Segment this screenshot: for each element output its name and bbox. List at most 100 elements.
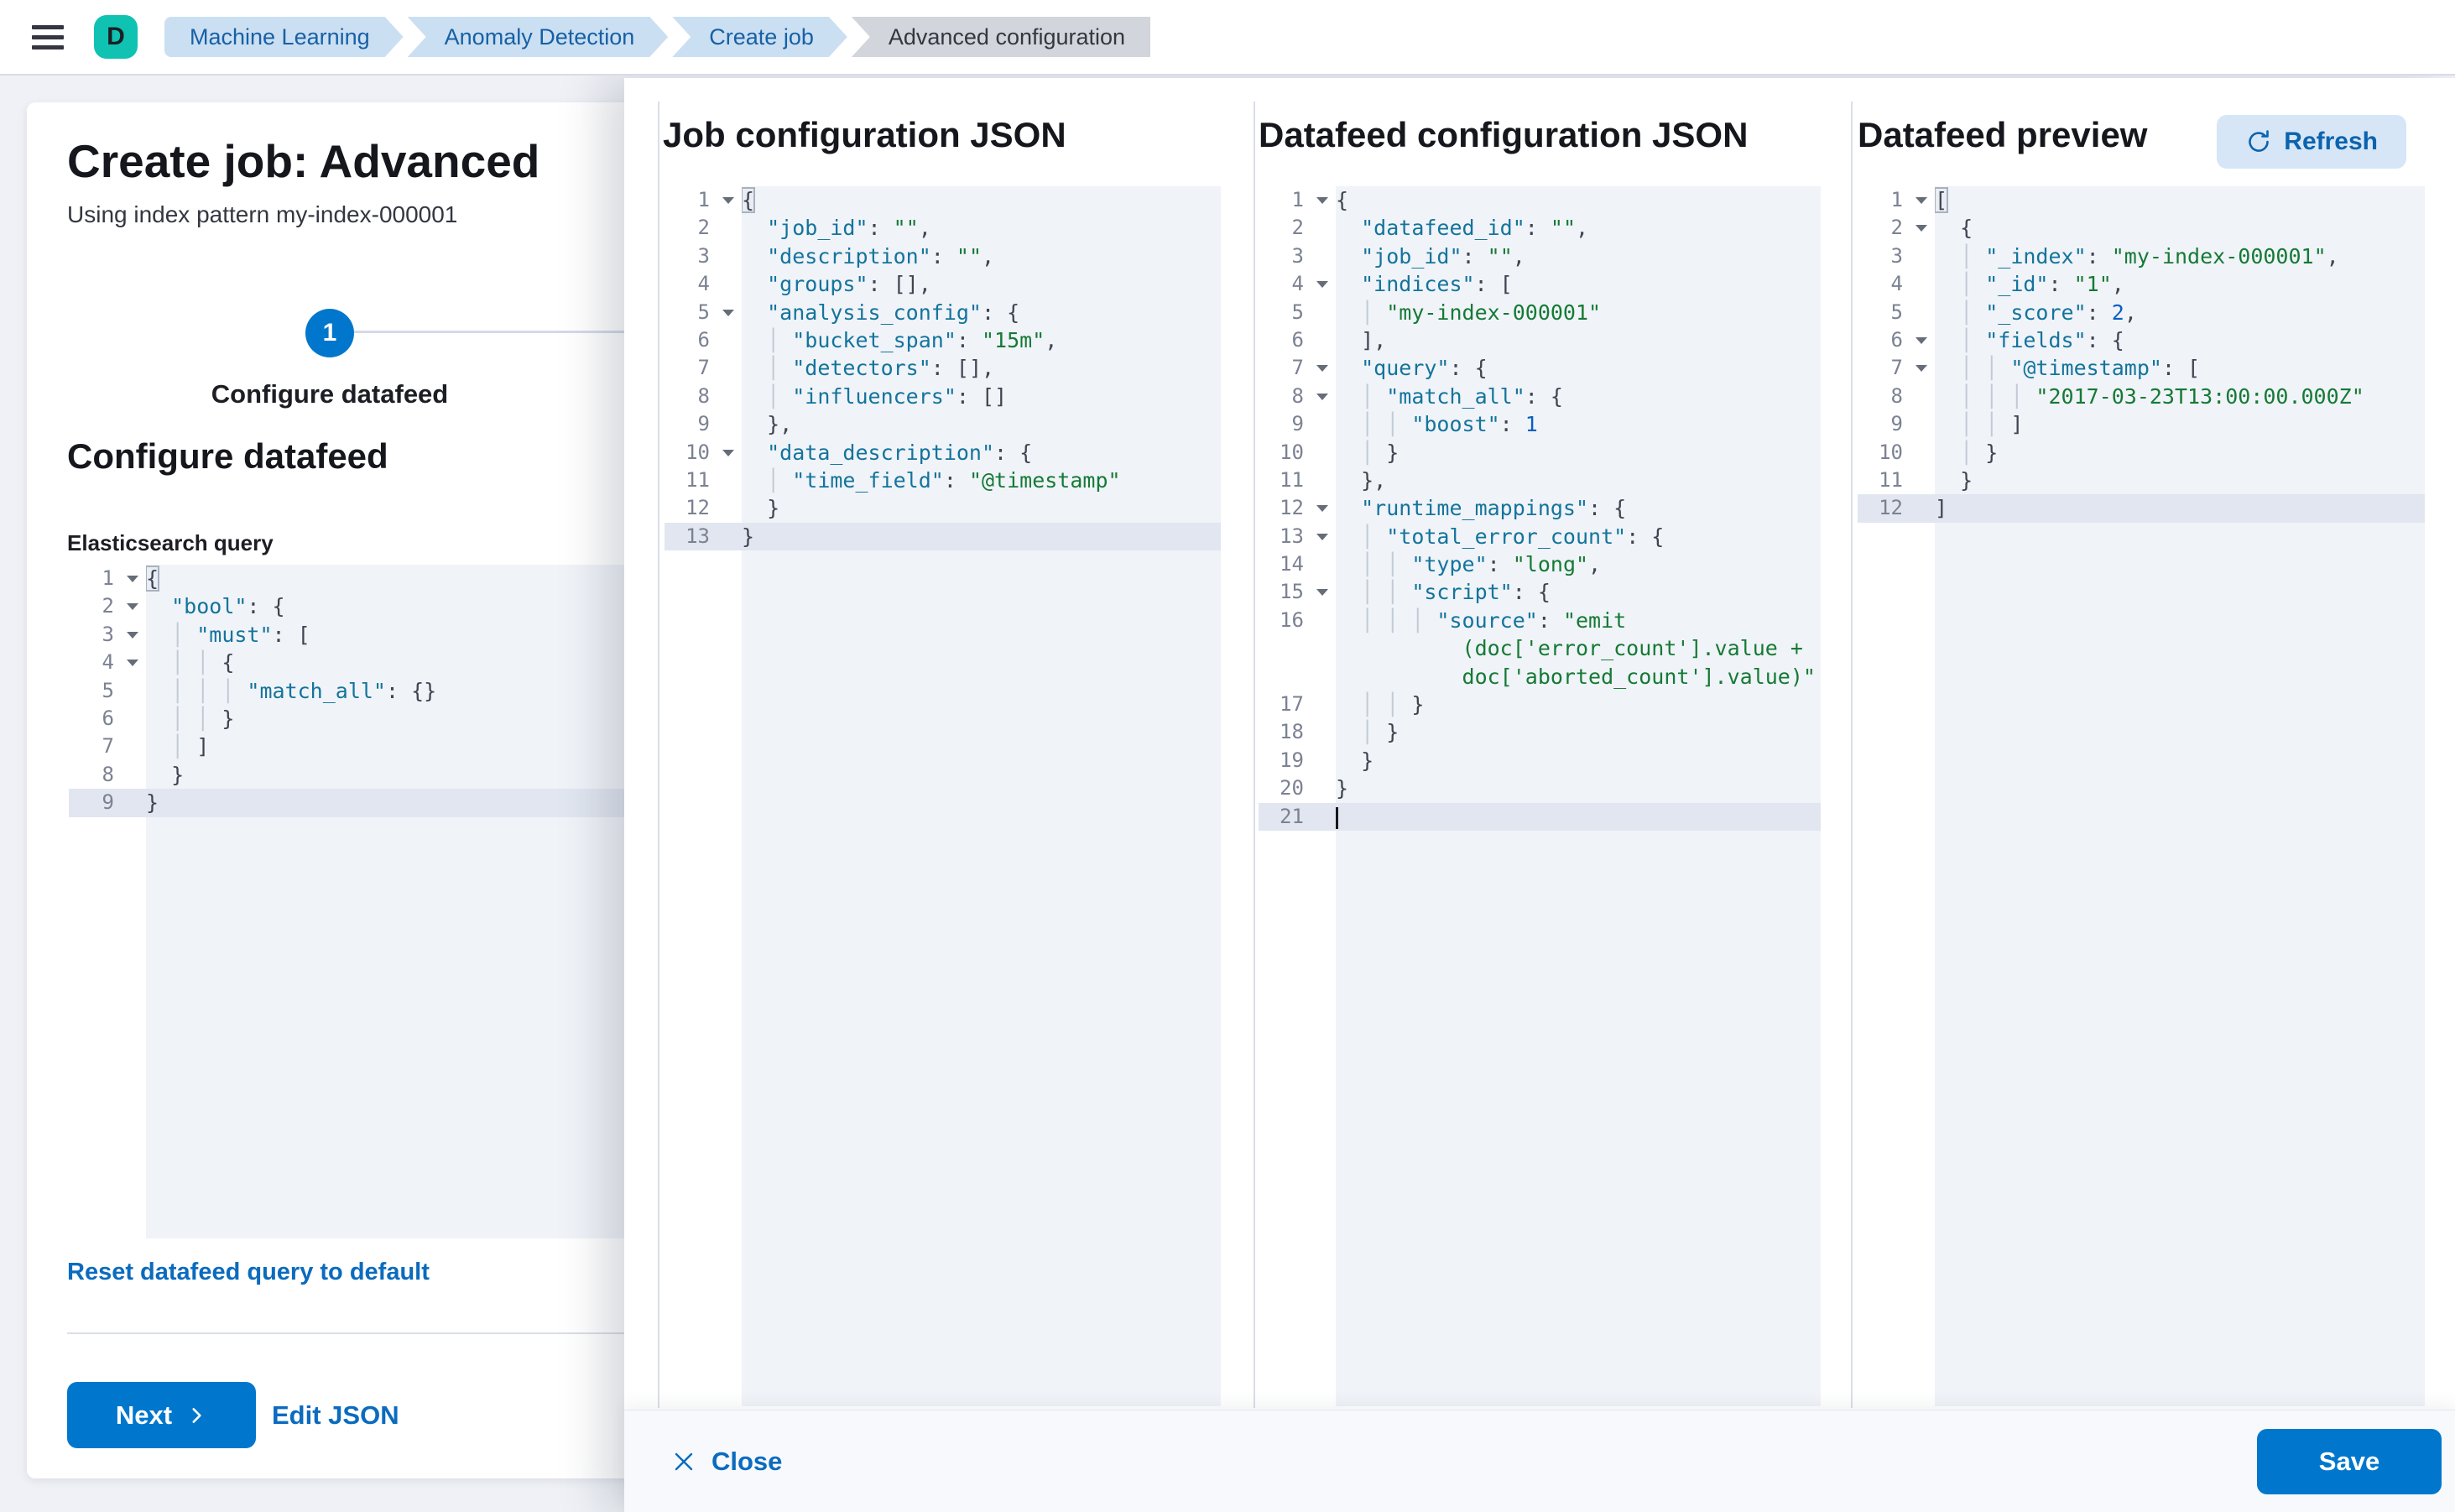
code-line[interactable]: 8 │ "influencers": [] — [665, 382, 1221, 411]
code-line-content[interactable]: │ ] — [146, 733, 648, 761]
code-line[interactable]: 6 │ "fields": { — [1858, 326, 2425, 355]
fold-arrow-icon[interactable] — [1916, 336, 1927, 350]
code-line[interactable]: 7 "query": { — [1259, 354, 1821, 383]
fold-arrow-icon[interactable] — [1316, 533, 1328, 546]
editor-empty-area[interactable] — [69, 816, 648, 1238]
code-line[interactable]: 5 │ │ │ "match_all": {} — [69, 676, 648, 705]
elasticsearch-query-editor[interactable]: 1{2 "bool": {3 │ "must": [4 │ │ {5 │ │ │… — [69, 565, 648, 1238]
fold-arrow-icon[interactable] — [1316, 365, 1328, 378]
code-line-content[interactable]: │ │ } — [1336, 691, 1821, 719]
fold-arrow-icon[interactable] — [722, 197, 734, 210]
save-button[interactable]: Save — [2257, 1428, 2442, 1494]
code-line-content[interactable]: "indices": [ — [1336, 270, 1821, 299]
code-line[interactable]: 1{ — [69, 565, 648, 593]
gutter-fold-cell[interactable] — [1312, 270, 1336, 299]
code-line-content[interactable]: { — [742, 186, 1221, 215]
code-line-content[interactable]: │ } — [1336, 718, 1821, 747]
code-line[interactable]: 11 │ "time_field": "@timestamp" — [665, 466, 1221, 495]
code-line[interactable]: 4 "indices": [ — [1259, 270, 1821, 299]
code-line[interactable]: (doc['error_count'].value + — [1259, 634, 1821, 663]
code-line[interactable]: 8 │ │ │ "2017-03-23T13:00:00.000Z" — [1858, 382, 2425, 411]
code-line-content[interactable]: │ "_id": "1", — [1935, 270, 2425, 299]
code-line-content[interactable]: │ │ } — [146, 704, 648, 733]
code-line[interactable]: 10 "data_description": { — [665, 438, 1221, 467]
code-line-content[interactable]: │ "_index": "my-index-000001", — [1935, 242, 2425, 271]
code-line[interactable]: 16 │ │ │ "source": "emit — [1259, 606, 1821, 635]
code-line-content[interactable]: │ "time_field": "@timestamp" — [742, 466, 1221, 495]
code-line[interactable]: 3 │ "must": [ — [69, 620, 648, 649]
code-line-content[interactable]: │ "fields": { — [1935, 326, 2425, 355]
code-line-content[interactable]: } — [742, 522, 1221, 551]
code-line-content[interactable]: │ │ │ "match_all": {} — [146, 676, 648, 705]
code-line-content[interactable]: │ │ ] — [1935, 410, 2425, 439]
code-line[interactable]: 20} — [1259, 774, 1821, 803]
code-line[interactable]: 1{ — [665, 186, 1221, 215]
code-line-content[interactable]: "job_id": "", — [1336, 242, 1821, 271]
code-line-content[interactable]: │ │ "@timestamp": [ — [1935, 354, 2425, 383]
fold-arrow-icon[interactable] — [1316, 505, 1328, 518]
code-line-content[interactable]: │ "must": [ — [146, 620, 648, 649]
code-line-content[interactable]: "runtime_mappings": { — [1336, 494, 1821, 523]
code-line[interactable]: 9} — [69, 789, 648, 817]
code-line[interactable]: 4 "groups": [], — [665, 270, 1221, 299]
code-line[interactable]: 14 │ │ "type": "long", — [1259, 550, 1821, 579]
code-line-content[interactable]: (doc['error_count'].value + — [1336, 634, 1821, 663]
fold-arrow-icon[interactable] — [1916, 365, 1927, 378]
panel-divider[interactable] — [658, 102, 659, 1408]
gutter-fold-cell[interactable] — [1312, 186, 1336, 215]
gutter-fold-cell[interactable] — [718, 298, 742, 326]
fold-arrow-icon[interactable] — [1916, 197, 1927, 210]
job-config-editor[interactable]: 1{2 "job_id": "",3 "description": "",4 "… — [665, 186, 1221, 1406]
code-line-content[interactable]: { — [1935, 214, 2425, 242]
code-line[interactable]: 11 } — [1858, 466, 2425, 495]
code-line-content[interactable]: ] — [1935, 494, 2425, 523]
fold-arrow-icon[interactable] — [1316, 589, 1328, 602]
code-line[interactable]: 3 │ "_index": "my-index-000001", — [1858, 242, 2425, 271]
code-line-content[interactable]: } — [146, 789, 648, 817]
code-line[interactable]: 6 │ "bucket_span": "15m", — [665, 326, 1221, 355]
gutter-fold-cell[interactable] — [1911, 214, 1935, 242]
code-line[interactable]: 4 │ "_id": "1", — [1858, 270, 2425, 299]
code-line[interactable]: 5 "analysis_config": { — [665, 298, 1221, 326]
datafeed-preview-editor[interactable]: 1[2 {3 │ "_index": "my-index-000001",4 │… — [1858, 186, 2425, 1406]
code-line-content[interactable]: │ "my-index-000001" — [1336, 298, 1821, 326]
code-line[interactable]: 13 │ "total_error_count": { — [1259, 522, 1821, 551]
code-line-content[interactable]: "analysis_config": { — [742, 298, 1221, 326]
code-line[interactable]: 5 │ "my-index-000001" — [1259, 298, 1821, 326]
code-line[interactable]: 1{ — [1259, 186, 1821, 215]
code-line-content[interactable]: "query": { — [1336, 354, 1821, 383]
code-line-content[interactable]: │ } — [1935, 438, 2425, 467]
code-line-content[interactable]: │ } — [1336, 438, 1821, 467]
code-line-content[interactable]: │ │ │ "2017-03-23T13:00:00.000Z" — [1935, 382, 2425, 411]
code-line-content[interactable]: doc['aborted_count'].value)" — [1336, 662, 1821, 691]
gutter-fold-cell[interactable] — [718, 438, 742, 467]
code-line[interactable]: 6 ], — [1259, 326, 1821, 355]
reset-datafeed-query-link[interactable]: Reset datafeed query to default — [67, 1259, 430, 1285]
code-line-content[interactable]: │ │ { — [146, 649, 648, 677]
step-1-indicator[interactable]: 1 — [305, 309, 354, 357]
code-line-content[interactable]: │ "detectors": [], — [742, 354, 1221, 383]
code-line-content[interactable]: │ │ "script": { — [1336, 578, 1821, 607]
code-line[interactable]: 21 — [1259, 802, 1821, 831]
code-line[interactable]: 12 "runtime_mappings": { — [1259, 494, 1821, 523]
code-line[interactable]: 9 │ │ ] — [1858, 410, 2425, 439]
code-line[interactable]: 10 │ } — [1858, 438, 2425, 467]
gutter-fold-cell[interactable] — [1312, 354, 1336, 383]
breadcrumb-item-machine-learning[interactable]: Machine Learning — [164, 17, 404, 57]
editor-empty-area[interactable] — [1858, 522, 2425, 1406]
edit-json-link[interactable]: Edit JSON — [272, 1400, 399, 1430]
code-line[interactable]: 3 "job_id": "", — [1259, 242, 1821, 271]
code-line[interactable]: 13} — [665, 522, 1221, 551]
code-line[interactable]: 3 "description": "", — [665, 242, 1221, 271]
gutter-fold-cell[interactable] — [1911, 326, 1935, 355]
fold-arrow-icon[interactable] — [722, 449, 734, 462]
code-line[interactable]: 12 } — [665, 494, 1221, 523]
gutter-fold-cell[interactable] — [718, 186, 742, 215]
code-line[interactable]: 11 }, — [1259, 466, 1821, 495]
code-line[interactable]: 6 │ │ } — [69, 704, 648, 733]
code-line[interactable]: 17 │ │ } — [1259, 691, 1821, 719]
code-line-content[interactable]: "job_id": "", — [742, 214, 1221, 242]
code-line-content[interactable]: │ "bucket_span": "15m", — [742, 326, 1221, 355]
code-line-content[interactable]: │ "match_all": { — [1336, 382, 1821, 411]
code-line[interactable]: 9 }, — [665, 410, 1221, 439]
